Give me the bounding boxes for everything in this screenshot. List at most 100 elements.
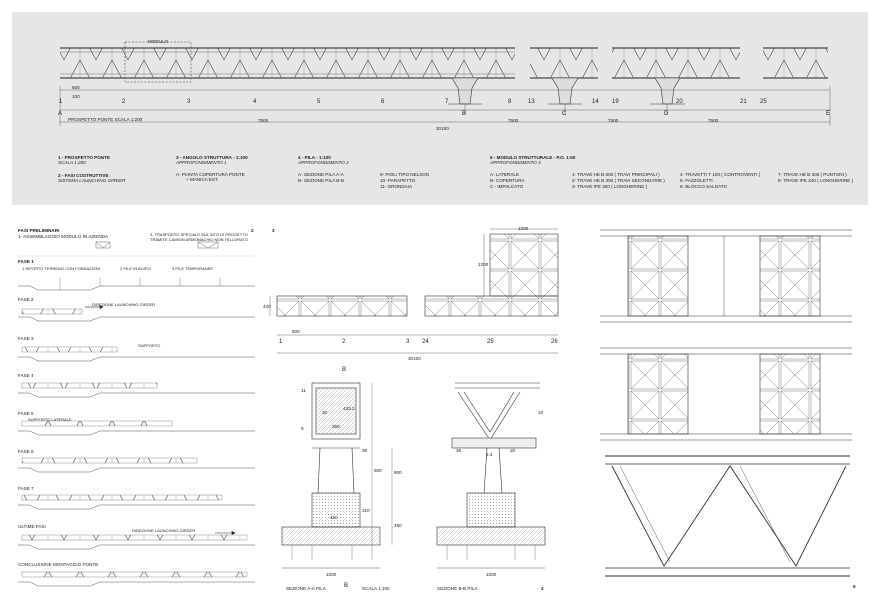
phase-label: FASE 5: [18, 411, 34, 416]
bay-number: 2: [122, 99, 126, 105]
truss-segment-2: [530, 47, 598, 79]
legend-subtitle: SCALA 1:200: [58, 160, 86, 165]
bay-number: 8: [508, 99, 512, 105]
phase-note: SUPPORTO LATERALE: [28, 417, 72, 422]
phase-note: DIREZIONE LAUNCHING GIRDER: [132, 528, 196, 533]
plan-bay-number: 24: [422, 339, 429, 345]
pier-label: 310: [362, 508, 370, 513]
phase-note: 1 RIPORTO TERRENO CON FONDAZIONI: [22, 266, 100, 271]
phase-step: 1- ASSEMBLAGGIO MODULO IN AZIENDA: [18, 234, 109, 239]
phase-label: FASE 2: [18, 297, 34, 302]
section-marker: B: [344, 583, 349, 589]
legend-item: A- PIANTA COPERTURA PONTE: [176, 172, 245, 177]
legend-subtitle: APPROFONDIMENTO 2: [298, 160, 349, 165]
phase-label: FASE 6: [18, 449, 34, 454]
construction-phases: [18, 241, 255, 587]
section-marker: B: [342, 367, 347, 373]
bay-number: 3: [187, 99, 191, 105]
support-letter: D: [664, 111, 669, 117]
legend-item: 1- TRAVE HE B 600 ( TRAVI PRINCIPALI ): [572, 172, 660, 177]
pier-label: 380: [332, 424, 340, 429]
legend-item: 9- PIOLI TIPO NELSON: [380, 172, 430, 177]
pier-label: 36: [362, 448, 368, 453]
legend-item: 4- TRAVETTI T 100 ( CONTROVENTI ): [680, 172, 761, 177]
plan-number: 3: [272, 228, 275, 233]
phases-title: FASI PRELIMINARI: [18, 228, 60, 233]
bay-number: 7: [445, 99, 449, 105]
pier-label: 36: [456, 448, 462, 453]
plan-bay-number: 26: [551, 339, 558, 345]
legend-item: 11- GRONDAIA: [380, 184, 413, 189]
bridge-elevation: [59, 41, 831, 126]
legend-title: 5 - MODULO STRUTTURALE - P.O. 1:50: [490, 155, 576, 160]
plan-bay-number: 1: [279, 339, 283, 345]
bay-number: 19: [612, 99, 619, 105]
legend-title: 2 - FASI COSTRUTTIVE: [58, 173, 109, 178]
dimension-label: 7500: [708, 118, 719, 123]
bay-number: 13: [528, 99, 535, 105]
pier-label: 433.2: [343, 406, 355, 411]
section-scale: SCALA 1:100: [362, 586, 390, 591]
pier-section-a: [281, 382, 393, 569]
section-caption: SEZIONE A-A PILA: [286, 586, 326, 591]
dimension-label: 30100: [436, 126, 449, 131]
bay-number: 25: [760, 99, 767, 105]
elevation-caption: PROSPETTO PONTE SCALA 1:200: [68, 117, 143, 122]
pier-label: 600: [374, 468, 382, 473]
plan-bay-number: 2: [342, 339, 346, 345]
dimension-label: 7500: [258, 118, 269, 123]
bay-number: 6: [381, 99, 385, 105]
bay-number: 20: [676, 99, 683, 105]
phase-label: CONCLUSIONE MONTAGGIO PONTE: [18, 562, 99, 567]
plan-dimension: 420: [263, 304, 271, 309]
legend-subtitle: APPROFONDIMENTO 1: [176, 160, 227, 165]
legend-item: 6- BLOCCO SALDATO: [680, 184, 728, 189]
pier-section-b: [436, 382, 546, 569]
phase-label: ULTIME FASI: [18, 524, 46, 529]
legend-title: 1 - PROSPETTO PONTE: [58, 155, 110, 160]
plan-dimension: 1200: [518, 226, 529, 231]
roof-plan: [269, 228, 559, 354]
module-number: 5: [853, 584, 856, 589]
legend-item: C - IMPALCATO: [490, 184, 524, 189]
bay-number: 21: [740, 99, 747, 105]
section-caption: SEZIONE B-B PILA: [437, 586, 478, 591]
phase-note: 3 PILE TEMPORANEE: [172, 266, 214, 271]
phase-label: FASE 3: [18, 336, 34, 341]
legend-item: 2- TRAVE HE B 300 ( TRAVI SECONDARIE ): [572, 178, 665, 183]
pier-label: 20: [510, 448, 516, 453]
legend-item: B- COPERTURA: [490, 178, 525, 183]
plan-bay-number: 3: [406, 339, 410, 345]
legend-title: 4 - PILA - 1:100: [298, 155, 331, 160]
legend-item: 5- FAZZOLETTI: [680, 178, 713, 183]
legend-item: 10- PARAPETTO: [380, 178, 416, 183]
pier-label: 10: [322, 410, 328, 415]
pier-label: 900: [394, 470, 402, 475]
module-highlight: [124, 41, 192, 83]
legend-item: 8- TRAVE IPE 240 ( LONGHERINE ): [778, 178, 854, 183]
dimension-label: 600: [72, 85, 80, 90]
legend-title: 3 - ANGOLO STRUTTURA - 1:100: [176, 155, 248, 160]
plan-dimension: 600: [292, 329, 300, 334]
truss-segment-3: [612, 47, 740, 79]
dimension-label: 7500: [608, 118, 619, 123]
legend-item: A- SEZIONE PILA A-A: [298, 172, 344, 177]
pier-label: 10: [538, 410, 544, 415]
support-letter: E: [826, 111, 831, 117]
phases-number: 2: [251, 228, 254, 233]
support-letter: A: [58, 111, 63, 117]
phase-label: FASE 1: [18, 259, 34, 264]
pier-label: 11: [301, 388, 306, 393]
structural-module: [600, 229, 852, 577]
module-label: MODULO: [148, 39, 169, 44]
support-letter: C: [562, 111, 567, 117]
dimension-label: 7500: [508, 118, 519, 123]
phase-label: FASE 4: [18, 373, 34, 378]
legend-item: B- SEZIONE PILA B-B: [298, 178, 344, 183]
truss-segment-1: [60, 47, 515, 79]
legend-item: 7- TRAVE HE B 300 ( PUNTONI ): [778, 172, 847, 177]
legend-item: + MANICA EST.: [186, 177, 219, 182]
plan-bay-number: 25: [487, 339, 494, 345]
bay-number: 5: [317, 99, 321, 105]
